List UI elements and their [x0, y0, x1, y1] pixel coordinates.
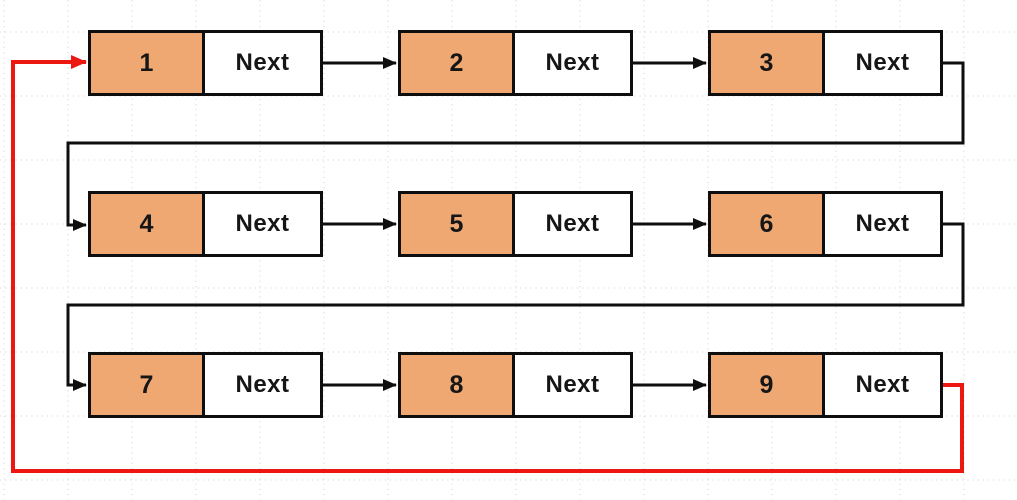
node-1-next-pointer-cell: Next — [205, 33, 320, 93]
node-4-data-cell: 4 — [91, 194, 205, 254]
node-7: 7 Next — [88, 352, 323, 418]
node-7-data-cell: 7 — [91, 355, 205, 415]
node-2-data-cell: 2 — [401, 33, 515, 93]
node-5: 5 Next — [398, 191, 633, 257]
node-5-data-cell: 5 — [401, 194, 515, 254]
node-8-data-cell: 8 — [401, 355, 515, 415]
node-8: 8 Next — [398, 352, 633, 418]
node-8-next-pointer-cell: Next — [515, 355, 630, 415]
node-1: 1 Next — [88, 30, 323, 96]
wrap-arrow-node3-node4 — [66, 61, 965, 231]
node-2: 2 Next — [398, 30, 633, 96]
node-9-data-cell: 9 — [711, 355, 825, 415]
node-3-data-cell: 3 — [711, 33, 825, 93]
node-9: 9 Next — [708, 352, 943, 418]
node-2-next-pointer-cell: Next — [515, 33, 630, 93]
node-9-next-pointer-cell: Next — [825, 355, 940, 415]
node-4-next-pointer-cell: Next — [205, 194, 320, 254]
node-7-next-pointer-cell: Next — [205, 355, 320, 415]
node-6: 6 Next — [708, 191, 943, 257]
node-3: 3 Next — [708, 30, 943, 96]
node-6-next-pointer-cell: Next — [825, 194, 940, 254]
circular-return-arrow-node9-node1 — [11, 55, 964, 473]
node-6-data-cell: 6 — [711, 194, 825, 254]
wrap-arrow-node6-node7 — [66, 222, 965, 391]
node-1-data-cell: 1 — [91, 33, 205, 93]
node-3-next-pointer-cell: Next — [825, 33, 940, 93]
node-5-next-pointer-cell: Next — [515, 194, 630, 254]
node-4: 4 Next — [88, 191, 323, 257]
